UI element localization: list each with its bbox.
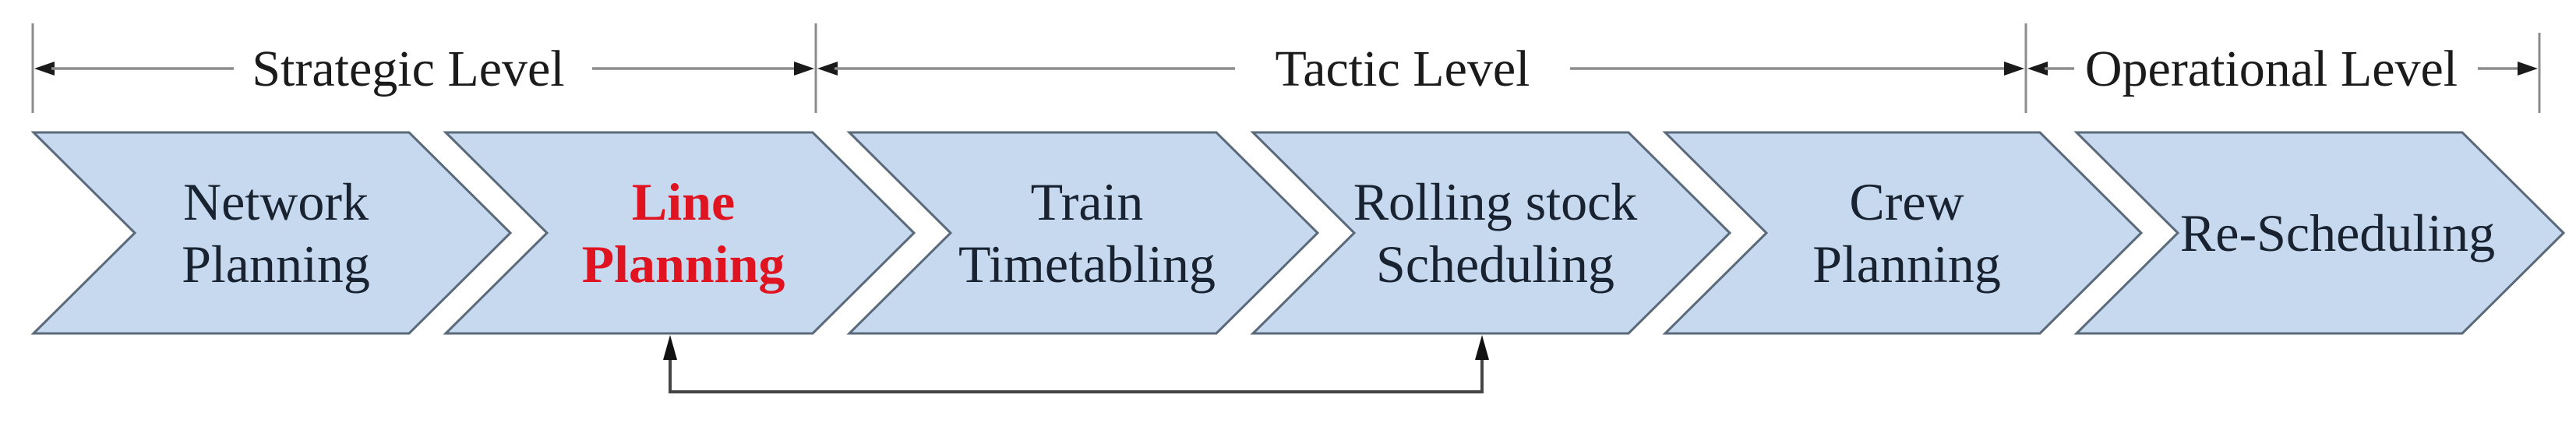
dimension-arrow-right-icon <box>2004 62 2024 76</box>
stage-label-line: Planning <box>1812 234 2001 294</box>
dimension-ticks <box>31 23 2541 113</box>
stage-chevrons: Network Planning Line Planning Train Tim… <box>30 131 2566 335</box>
feedback-connector <box>663 335 1489 393</box>
chevron-shape <box>30 131 513 335</box>
chevron-shape <box>1662 131 2144 335</box>
level-span-tactic: Tactic Level <box>817 41 2024 97</box>
level-span-strategic: Strategic Level <box>34 41 814 97</box>
feedback-arrow-up-icon <box>1475 335 1489 360</box>
stage-label-line: Scheduling <box>1376 234 1614 294</box>
stage-label-line: Crew <box>1849 172 1964 231</box>
dimension-arrow-left-icon <box>817 62 838 76</box>
stage-label-line: Line <box>632 172 735 231</box>
dimension-arrow-left-icon <box>2027 62 2048 76</box>
stage-label-line: Train <box>1031 172 1144 231</box>
chevron-shape <box>443 131 916 335</box>
stage-rolling-stock-scheduling: Rolling stock Scheduling <box>1250 131 1732 335</box>
stage-label-line: Timetabling <box>958 234 1216 294</box>
level-label-strategic: Strategic Level <box>252 41 564 97</box>
level-label-operational: Operational Level <box>2085 41 2458 97</box>
stage-re-scheduling: Re-Scheduling <box>2073 131 2566 335</box>
stage-network-planning: Network Planning <box>30 131 513 335</box>
feedback-arrow-up-icon <box>663 335 677 360</box>
stage-label-line: Rolling stock <box>1353 172 1638 231</box>
chevron-shape <box>1250 131 1732 335</box>
chevron-shape <box>846 131 1320 335</box>
stage-label-line: Planning <box>182 234 370 294</box>
stage-label-line: Re-Scheduling <box>2180 203 2495 263</box>
dimension-arrow-right-icon <box>794 62 814 76</box>
stage-crew-planning: Crew Planning <box>1662 131 2144 335</box>
feedback-line <box>669 351 1484 393</box>
chevron-shape <box>2073 131 2566 335</box>
dimension-arrow-right-icon <box>2518 62 2538 76</box>
level-span-operational: Operational Level <box>2027 41 2538 97</box>
dimension-arrow-left-icon <box>34 62 55 76</box>
stage-train-timetabling: Train Timetabling <box>846 131 1320 335</box>
level-label-tactic: Tactic Level <box>1275 41 1530 97</box>
stage-line-planning: Line Planning <box>443 131 916 335</box>
stage-label-line: Planning <box>582 234 785 294</box>
stage-label-line: Network <box>183 172 369 231</box>
